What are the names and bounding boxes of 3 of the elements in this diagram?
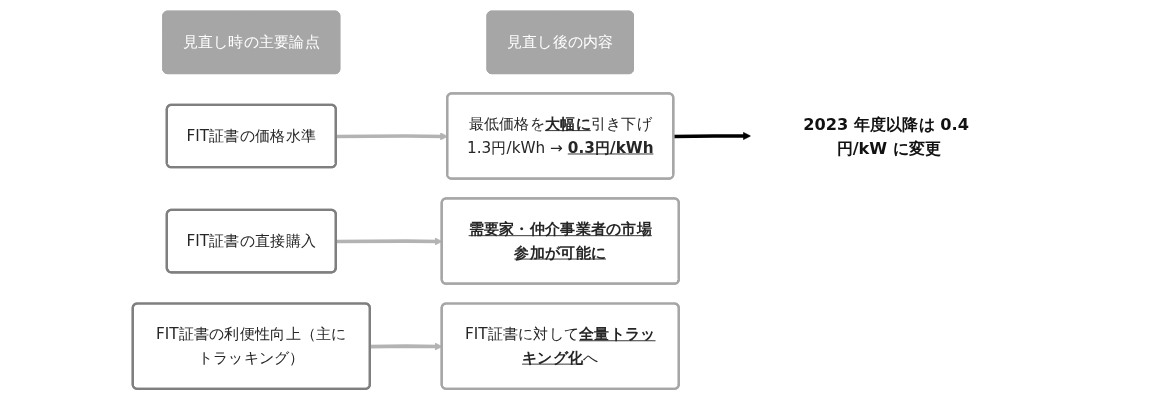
node-text: 2023 年度以降は 0.4 円/kW に変更 <box>803 114 969 158</box>
arrow <box>336 132 448 141</box>
arrow <box>673 132 751 140</box>
